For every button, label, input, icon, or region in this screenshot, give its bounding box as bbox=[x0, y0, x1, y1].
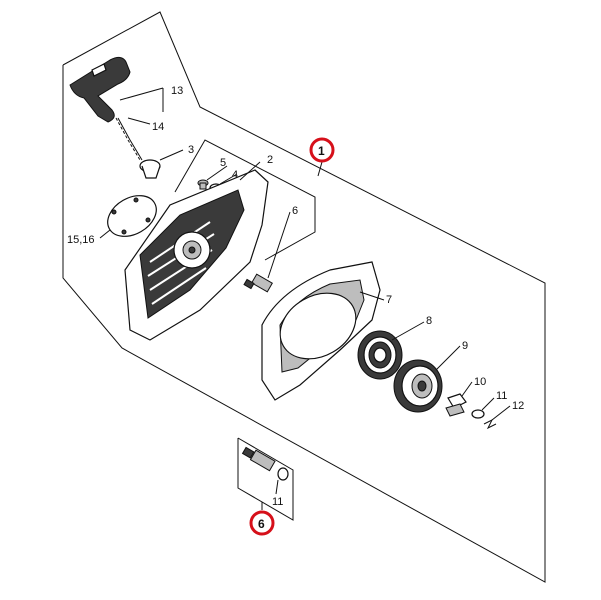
callout-10: 10 bbox=[474, 376, 486, 388]
spring-clip-subassembly bbox=[277, 467, 289, 481]
callout-12: 12 bbox=[512, 400, 524, 412]
callout-15-16: 15,16 bbox=[67, 234, 95, 246]
callout-labels: 13 14 3 5 4 2 6 15,16 7 8 9 10 11 12 11 bbox=[67, 85, 524, 508]
highlight-callout-1: 1 bbox=[309, 137, 335, 163]
subassembly-frame bbox=[237, 437, 294, 521]
screw bbox=[197, 179, 209, 190]
housing-frame bbox=[174, 139, 316, 261]
callout-11-subassembly: 11 bbox=[272, 496, 283, 508]
starter-grip bbox=[69, 56, 131, 123]
callout-14: 14 bbox=[152, 121, 164, 133]
spring bbox=[483, 418, 497, 430]
starter-rope bbox=[115, 117, 143, 161]
highlight-callout-6: 6 bbox=[249, 510, 275, 536]
fan-housing bbox=[124, 169, 269, 341]
callout-4: 4 bbox=[232, 169, 238, 181]
callout-6-subassembly: 6 bbox=[258, 517, 265, 531]
callout-3: 3 bbox=[188, 144, 194, 156]
callout-2: 2 bbox=[267, 154, 273, 166]
callout-13: 13 bbox=[171, 85, 183, 97]
callout-8: 8 bbox=[426, 315, 432, 327]
callout-11: 11 bbox=[496, 390, 507, 402]
callout-5: 5 bbox=[220, 157, 226, 169]
callout-9: 9 bbox=[462, 340, 468, 352]
rewind-spring bbox=[357, 330, 403, 380]
callout-7: 7 bbox=[386, 294, 392, 306]
pawl bbox=[445, 393, 467, 417]
leader-lines bbox=[99, 87, 511, 510]
callout-6: 6 bbox=[292, 205, 298, 217]
assembly-frame bbox=[62, 11, 546, 583]
starter-cover bbox=[261, 261, 381, 401]
spring-clip bbox=[471, 409, 485, 419]
rope-rotor bbox=[393, 359, 443, 413]
sleeve-subassembly bbox=[241, 446, 276, 472]
cover-disc bbox=[107, 195, 157, 237]
callout-1: 1 bbox=[318, 144, 325, 158]
sleeve bbox=[243, 273, 273, 293]
rope-guide-bush bbox=[139, 159, 161, 179]
